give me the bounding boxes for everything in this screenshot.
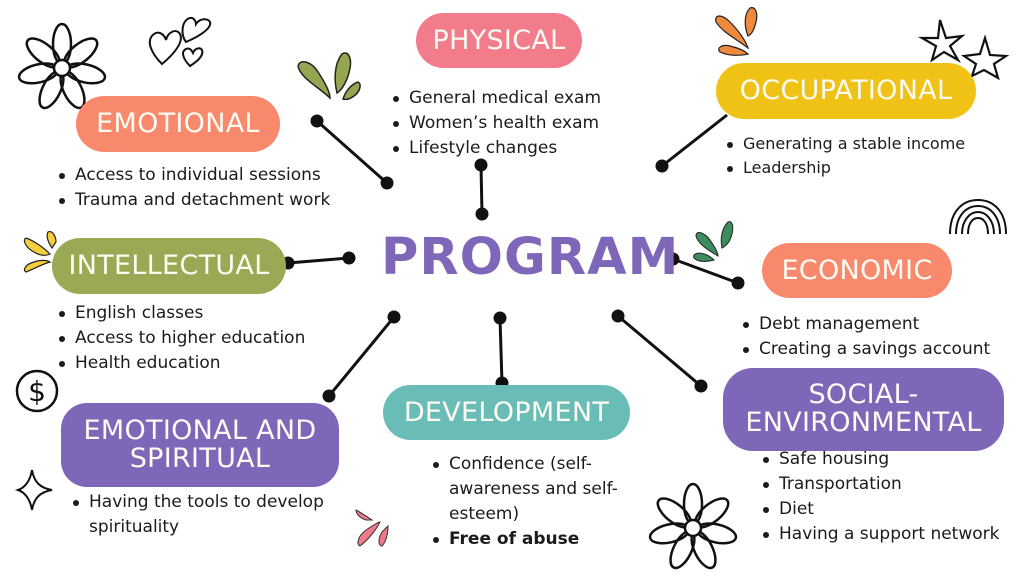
list-item-text: awareness and self-: [449, 479, 618, 499]
category-development: DEVELOPMENT: [383, 385, 630, 440]
svg-text:$: $: [28, 375, 46, 408]
list-item: English classes: [57, 301, 305, 326]
category-occupational: OCCUPATIONAL: [716, 63, 976, 119]
splash-icon: [23, 231, 57, 273]
category-emotional-spiritual: EMOTIONAL AND SPIRITUAL: [61, 403, 339, 487]
occupational-item-list: Generating a stable income Leadership: [725, 132, 965, 180]
list-item: Women’s health exam: [391, 111, 601, 136]
category-economic: ECONOMIC: [762, 243, 952, 298]
list-item: Creating a savings account: [741, 337, 990, 362]
splash-icon: [715, 7, 758, 56]
emotional-spiritual-item-list: Having the tools to develop spirituality: [71, 490, 324, 540]
category-label: ECONOMIC: [781, 255, 933, 286]
category-intellectual: INTELLECTUAL: [52, 238, 286, 294]
category-label-line: SOCIAL-: [808, 379, 919, 410]
list-item: Generating a stable income: [725, 132, 965, 156]
connectors: [281, 113, 745, 403]
list-item-continuation: spirituality: [71, 515, 324, 540]
connector-intellectual: [281, 251, 356, 270]
flower-icon: [17, 22, 107, 110]
category-label-line: SPIRITUAL: [129, 443, 271, 474]
page-title: PROGRAM: [381, 228, 680, 287]
list-item: General medical exam: [391, 86, 601, 111]
list-item: Access to individual sessions: [57, 163, 330, 188]
rainbow-icon: [949, 198, 1007, 235]
emotional-item-list: Access to individual sessions Trauma and…: [57, 163, 330, 213]
list-item: Trauma and detachment work: [57, 188, 330, 213]
category-label-line: EMOTIONAL AND: [83, 415, 317, 446]
list-item: Having a support network: [761, 522, 1000, 547]
category-label: OCCUPATIONAL: [739, 75, 953, 106]
dollar-icon: $: [15, 369, 59, 413]
connector-social-environmental: [611, 309, 708, 393]
list-item-text: spirituality: [89, 517, 180, 537]
list-item: Free of abuse: [431, 527, 618, 552]
list-item: Lifestyle changes: [391, 136, 601, 161]
social-environmental-item-list: Safe housing Transportation Diet Having …: [761, 447, 1000, 547]
splash-icon: [693, 221, 734, 262]
list-item: Access to higher education: [57, 326, 305, 351]
splash-icon: [355, 509, 389, 547]
stars-icon: [917, 19, 1010, 81]
economic-item-list: Debt management Creating a savings accou…: [741, 312, 990, 362]
list-item-text: Confidence (self-: [449, 454, 592, 474]
connector-emotional: [310, 114, 394, 190]
category-physical: PHYSICAL: [416, 13, 582, 68]
sparkle-icon: [14, 469, 53, 511]
connector-economic: [666, 252, 745, 290]
splash-icon: [297, 52, 361, 101]
connector-occupational: [655, 113, 728, 173]
category-social-environmental: SOCIAL- ENVIRONMENTAL: [723, 368, 1004, 451]
category-label: DEVELOPMENT: [403, 397, 610, 428]
category-label: INTELLECTUAL: [68, 250, 270, 281]
flower-icon: [648, 482, 738, 570]
list-item: Diet: [761, 497, 1000, 522]
hearts-icon: [148, 16, 212, 68]
intellectual-item-list: English classes Access to higher educati…: [57, 301, 305, 376]
list-item: Health education: [57, 351, 305, 376]
category-label: PHYSICAL: [432, 25, 566, 56]
list-item: Transportation: [761, 472, 1000, 497]
list-item: Leadership: [725, 156, 965, 180]
list-item: Confidence (self- awareness and self- es…: [431, 452, 618, 527]
list-item: Debt management: [741, 312, 990, 337]
connector-physical: [474, 158, 489, 221]
category-label-line: ENVIRONMENTAL: [745, 407, 982, 438]
development-item-list: Confidence (self- awareness and self- es…: [431, 452, 618, 552]
category-emotional: EMOTIONAL: [76, 96, 280, 152]
connector-development: [493, 311, 509, 390]
list-item-text: esteem): [449, 504, 520, 524]
list-item: Safe housing: [761, 447, 1000, 472]
connector-emotional-spiritual: [322, 310, 401, 403]
list-item: Having the tools to develop: [71, 490, 324, 515]
physical-item-list: General medical exam Women’s health exam…: [391, 86, 601, 161]
category-label: EMOTIONAL: [96, 108, 260, 139]
